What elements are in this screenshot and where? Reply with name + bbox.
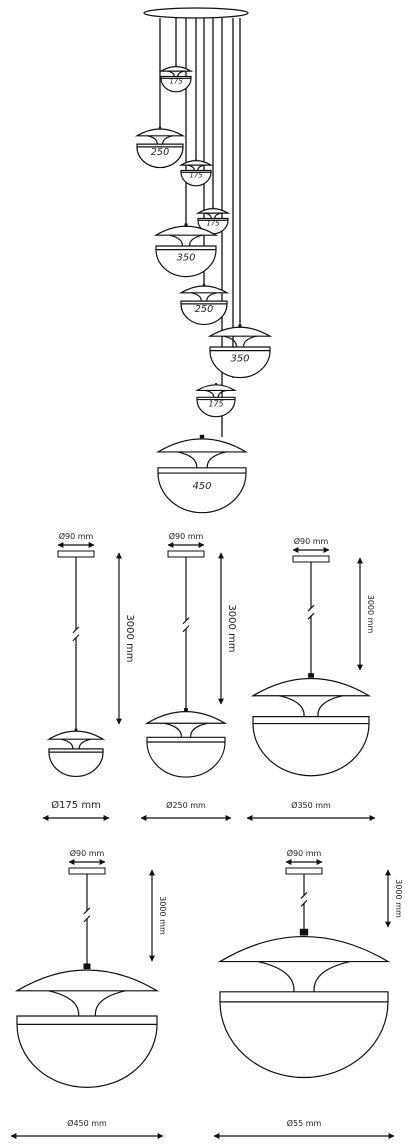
cluster-lamp-7: [207, 324, 273, 379]
cluster-lamp-2-bowl: [136, 143, 184, 169]
dimension-lamp-5: Ø90 mm 3000 mm Ø55 mm: [213, 848, 403, 1139]
canopy-dimension-label: Ø90 mm: [70, 848, 105, 858]
diameter-label: Ø250 mm: [166, 800, 206, 810]
canopy: [292, 555, 330, 563]
cluster-size-label: 175: [189, 172, 203, 180]
dimension-lamp-body-3: [250, 673, 372, 777]
cluster-lamp-9-stem: [177, 451, 227, 468]
cluster-size-label: 175: [169, 78, 183, 86]
dimension-lamp-body-5: [217, 928, 391, 1079]
cluster-lamp-2-stem: [147, 135, 173, 145]
length-dimension-label: 3000 mm: [226, 604, 237, 652]
dimension-drawings: Ø90 mm 3000 mm Ø175 mm Ø90 mm 3000 mm Ø250 mm…: [10, 531, 403, 1139]
cluster-lamp-8: [194, 383, 238, 418]
cluster-lamp-1-bowl: [160, 75, 192, 93]
length-dimension-label: 3000 mm: [124, 614, 135, 662]
cluster-lamp-9: [155, 434, 249, 514]
dimension-lamp-body-4-bowl: [16, 1015, 158, 1088]
dimension-lamp-4: Ø90 mm 3000 mm Ø450 mm: [10, 848, 167, 1139]
cluster-lamp-1: [158, 65, 194, 93]
cluster-lamp-3-dome: [178, 160, 214, 166]
cable-break-mark: [307, 604, 315, 620]
length-dimension-label: 3000 mm: [158, 896, 167, 935]
dimension-lamp-body-2-stem: [164, 722, 208, 738]
diameter-label: Ø350 mm: [291, 800, 331, 810]
cluster-size-label: 450: [192, 481, 211, 492]
cable-break-mark: [72, 626, 80, 642]
cluster-lamps: 175 250 175 175 350 250 350 175 450: [134, 65, 273, 514]
dimension-lamp-body-1-bowl: [48, 748, 104, 778]
cluster-size-label: 350: [230, 353, 249, 364]
cluster-lamp-3-bowl: [180, 169, 212, 187]
cluster-lamp-5: [153, 223, 219, 278]
cluster-lamp-5-bowl: [155, 245, 217, 278]
cluster-lamp-6-stem: [191, 292, 217, 302]
dimension-lamp-body-5-bowl: [219, 991, 389, 1079]
cluster-lamp-6-bowl: [180, 300, 228, 326]
cluster-lamp-8-stem: [205, 389, 227, 398]
dimension-lamp-body-2-bowl: [146, 736, 226, 778]
cluster-lamp-5-stem: [169, 234, 203, 247]
dimension-lamp-body-2: [144, 708, 228, 778]
cluster-size-label: 175: [208, 399, 223, 408]
cluster-lamp-8-bowl: [196, 396, 236, 418]
dimension-lamp-body-3-stem: [278, 695, 344, 717]
canopy: [285, 867, 323, 875]
canopy-dimension-label: Ø90 mm: [294, 536, 329, 546]
length-dimension-label: 3000 mm: [366, 595, 375, 634]
cluster-size-label: 250: [151, 147, 169, 158]
cluster-lamp-4-dome: [195, 208, 231, 214]
dimension-lamp-body-5-stem: [257, 960, 351, 992]
dimension-lamp-1: Ø90 mm 3000 mm Ø175 mm: [42, 531, 135, 821]
cluster-lamp-7-stem: [223, 335, 257, 348]
dimension-lamp-body-3-bowl: [252, 716, 370, 777]
dimension-lamp-body-2-dome: [144, 711, 228, 724]
canopy: [167, 550, 205, 558]
cluster-lamp-2: [134, 126, 186, 169]
canopy-dimension-label: Ø90 mm: [59, 531, 94, 541]
diameter-label: Ø450 mm: [67, 1118, 107, 1128]
diameter-label: Ø175 mm: [51, 799, 101, 811]
cluster-lamp-7-dome: [207, 326, 273, 337]
cable-break-mark: [182, 617, 190, 633]
cluster-lamp-9-bowl: [157, 467, 247, 514]
cluster-lamp-4-stem: [204, 212, 222, 219]
cluster-lamp-7-bowl: [209, 346, 271, 379]
canopy-dimension-label: Ø90 mm: [287, 848, 322, 858]
cluster-lamp-3: [178, 159, 214, 187]
cluster-lamp-3-stem: [187, 164, 205, 171]
canopy-dimension-label: Ø90 mm: [169, 531, 204, 541]
length-dimension-label: 3000 mm: [394, 879, 403, 918]
cluster-lamp-5-dome: [153, 225, 219, 236]
dimension-lamp-body-1-dome: [46, 730, 106, 740]
cluster-lamp-6: [178, 283, 230, 326]
canopy: [57, 550, 95, 558]
cluster-lamp-6-dome: [178, 285, 230, 294]
cable-break-mark: [300, 892, 308, 907]
dimension-lamp-body-3-dome: [250, 677, 372, 697]
cluster-size-label: 175: [206, 220, 220, 228]
dimension-lamp-body-1: [46, 728, 106, 778]
cluster-lamp-2-dome: [134, 128, 186, 137]
cluster-size-label: 350: [176, 252, 195, 263]
diameter-label: Ø55 mm: [287, 1118, 322, 1128]
canopy: [68, 867, 106, 875]
dimension-lamp-2: Ø90 mm 3000 mm Ø250 mm: [140, 531, 237, 821]
cluster-lamp-1-dome: [158, 66, 194, 72]
dimension-lamp-body-5-dome: [217, 935, 391, 963]
dimension-lamp-body-4-stem: [48, 990, 126, 1017]
dimension-lamp-body-4: [14, 963, 160, 1088]
cluster-lamp-8-dome: [194, 384, 238, 392]
cluster-size-label: 250: [195, 304, 213, 315]
dimension-lamp-body-4-dome: [14, 969, 160, 992]
cluster-lamp-9-dome: [155, 438, 249, 453]
cable-break-mark: [83, 907, 91, 923]
dimension-lamp-3: Ø90 mm 3000 mm Ø350 mm: [246, 536, 376, 821]
dimension-lamp-body-1-stem: [61, 738, 91, 749]
cluster-lamp-1-stem: [167, 70, 185, 77]
cluster-canopy: [143, 7, 249, 19]
